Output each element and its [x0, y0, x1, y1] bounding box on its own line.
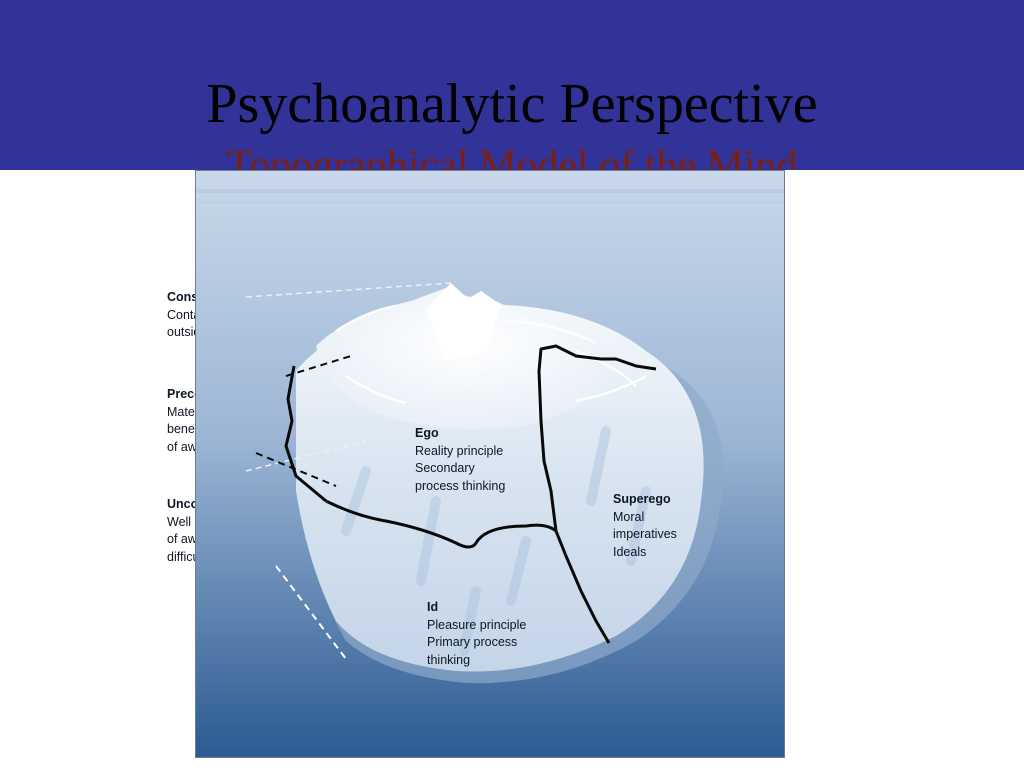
surface-stripe	[196, 201, 784, 204]
pointer-lines-lower	[275, 565, 347, 660]
ego-line-3: process thinking	[415, 478, 506, 493]
ego-line-1: Reality principle	[415, 443, 504, 458]
id-label: Id Pleasure principle Primary process th…	[427, 599, 526, 669]
surface-stripe	[196, 213, 784, 215]
superego-line-3: Ideals	[613, 544, 647, 559]
pointer-lines-dark	[255, 355, 352, 487]
surface-foam	[335, 304, 647, 405]
ice-facets	[341, 426, 651, 656]
boundary-left	[284, 365, 327, 503]
id-heading: Id	[427, 600, 439, 614]
ego-line-2: Secondary	[415, 461, 475, 475]
iceberg-illustration	[196, 171, 784, 757]
mind-boundaries	[284, 344, 657, 644]
ego-label: Ego Reality principle Secondary process …	[415, 425, 505, 495]
iceberg-peak	[426, 283, 501, 361]
boundary-superego	[537, 344, 657, 532]
superego-line-1: Moral	[613, 509, 645, 524]
iceberg-diagram: Ego Reality principle Secondary process …	[195, 170, 785, 758]
title-band: Psychoanalytic Perspective Topographical…	[0, 0, 1024, 170]
pointer-lines	[245, 282, 452, 472]
boundary-ego-id	[325, 499, 557, 549]
surface-stripe	[196, 189, 784, 193]
slide-title: Psychoanalytic Perspective	[206, 73, 818, 135]
superego-heading: Superego	[613, 492, 671, 506]
slide-subtitle: Topographical Model of the Mind	[226, 143, 798, 170]
superego-label: Superego Moral imperatives Ideals	[613, 491, 677, 561]
id-line-1: Pleasure principle	[427, 617, 527, 632]
id-line-2: Primary process	[427, 635, 518, 649]
superego-line-2: imperatives	[613, 527, 677, 541]
id-line-3: thinking	[427, 652, 471, 667]
boundary-superego-id	[554, 530, 611, 644]
ego-heading: Ego	[415, 426, 439, 440]
